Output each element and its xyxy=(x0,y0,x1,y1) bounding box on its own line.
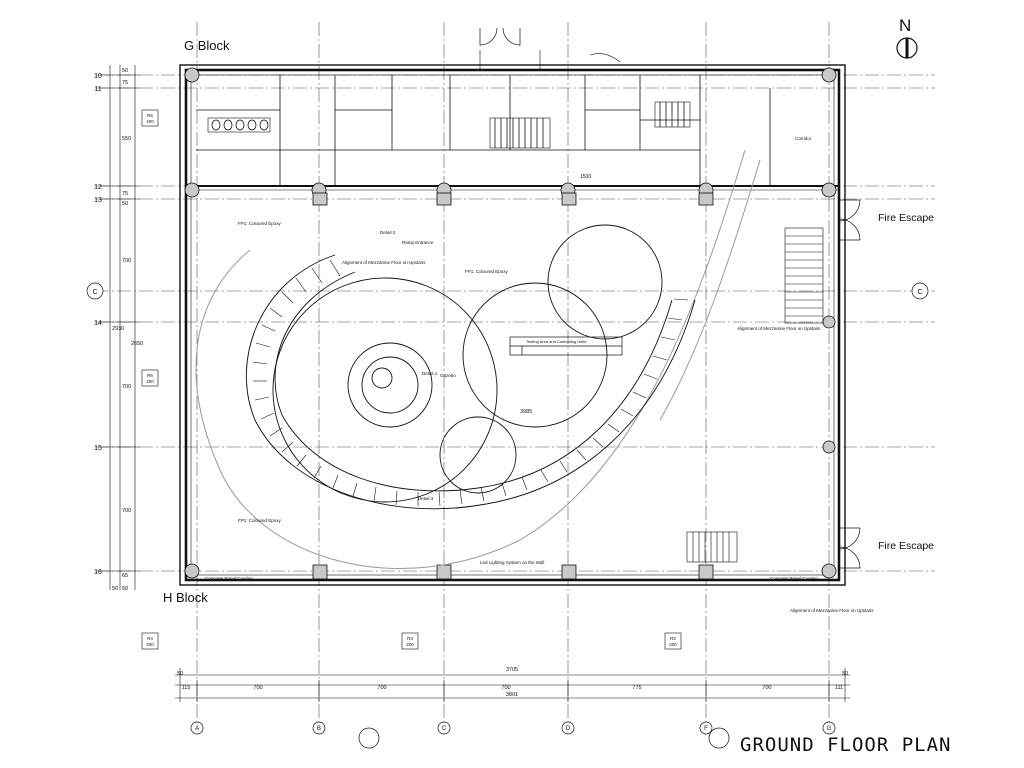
dim-span-3: 700 xyxy=(377,685,386,691)
room-tag-r4-level: 200 xyxy=(146,642,154,647)
dim-span-7: 111 xyxy=(835,685,843,691)
annot-floor-finish-1: FP1: Coloured Epoxy xyxy=(238,221,282,226)
left-dim-10: 700 xyxy=(122,508,131,514)
annot-testing: Testing Area and Controlling Units xyxy=(526,339,586,344)
bottom-dimension-lines xyxy=(175,668,850,702)
room-tag-boxes xyxy=(141,109,682,650)
grid-row-14: 14 xyxy=(94,320,102,327)
plan-annotations: 1500 3985 Ramp Entrance FP1: Coloured Ep… xyxy=(205,136,874,613)
sweep-curve xyxy=(195,149,761,569)
dim-end-right: 50 xyxy=(842,671,848,677)
annot-concrete-2: Concrete Panel Coating xyxy=(770,576,818,581)
structural-columns xyxy=(184,67,837,579)
grid-column-labels: A B C D F G xyxy=(195,726,832,732)
dim-overall-top: 3705 xyxy=(506,667,518,673)
room-tag-r3-code: R3 xyxy=(407,636,413,641)
left-dim-8: 2650 xyxy=(131,341,143,347)
grid-row-labels: 10 11 12 13 C C 14 15 16 xyxy=(92,73,922,576)
grid-bubbles-c xyxy=(86,282,929,300)
dim-span-1: 115 xyxy=(182,685,191,691)
left-dim-13: 50 xyxy=(122,586,128,592)
grid-row-c-right: C xyxy=(917,289,922,296)
left-dim-7: 2930 xyxy=(112,326,124,332)
room-tag-r5-code: R5 xyxy=(147,113,153,118)
left-dimension-text: 50 75 550 75 50 700 2930 2650 700 700 65… xyxy=(112,68,143,592)
testing-area-box xyxy=(509,336,623,356)
dim-overall-bottom: 3801 xyxy=(506,692,518,698)
grid-bubbles-bottom xyxy=(190,721,836,749)
annot-detail-2: Detail 2 xyxy=(380,230,396,235)
grid-row-10: 10 xyxy=(94,73,102,80)
grid-row-12: 12 xyxy=(94,184,102,191)
grid-lines xyxy=(95,22,935,728)
annot-concrete-1: Concrete Panel Coating xyxy=(205,576,253,581)
left-dim-1: 50 xyxy=(122,68,128,74)
annot-alignment-2: Alignment of Mezzanine Floor on Upstairs xyxy=(737,326,821,331)
left-dim-9: 700 xyxy=(122,384,131,390)
grid-label-c: C xyxy=(442,726,447,732)
left-dim-6: 700 xyxy=(122,258,131,264)
fire-escape-top-label: Fire Escape xyxy=(878,212,935,224)
fire-escape-bottom-label: Fire Escape xyxy=(878,540,935,552)
annot-corridor: Corridor xyxy=(795,136,812,141)
grid-label-b: B xyxy=(317,726,321,732)
dim-span-4: 700 xyxy=(501,685,510,691)
grid-label-a: A xyxy=(195,726,199,732)
room-tag-r2-level: 200 xyxy=(669,642,677,647)
dim-span-5: 775 xyxy=(632,685,641,691)
left-dim-3: 550 xyxy=(122,136,131,142)
bottom-dimension-text: 3705 50 50 115 700 700 700 775 700 111 3… xyxy=(177,667,848,698)
room-tag-r6-code: R6 xyxy=(147,373,153,378)
annot-alignment-1: Alignment of Mezzanine Floor on Upstairs xyxy=(342,260,426,265)
grid-row-11: 11 xyxy=(94,86,101,93)
ramp-spiral xyxy=(245,254,696,510)
right-stairs xyxy=(686,227,824,563)
left-dim-2: 75 xyxy=(122,80,128,86)
grid-row-c-left: C xyxy=(92,289,97,296)
top-rooms xyxy=(196,50,771,186)
ramp-ticks xyxy=(252,259,689,507)
annot-led: Led Lighting System on the Wall xyxy=(480,560,544,565)
room-tag-text: R5 400 R6 200 R4 200 R3 200 R2 200 xyxy=(146,113,677,647)
left-dim-12: 50 xyxy=(112,586,118,592)
building-walls xyxy=(179,64,846,586)
annot-stair-top: 1500 xyxy=(580,174,591,180)
room-tag-r5-level: 400 xyxy=(146,119,154,124)
left-dimension-lines xyxy=(100,65,140,590)
grid-label-d: D xyxy=(566,726,571,732)
grid-label-f: F xyxy=(704,726,708,732)
dim-span-2: 700 xyxy=(253,685,262,691)
grid-label-g: G xyxy=(827,726,832,732)
annot-detail-3: Detail 3 xyxy=(418,496,434,501)
annot-floor-finish-3: FP1: Coloured Epoxy xyxy=(238,518,282,523)
left-dim-11: 65 xyxy=(122,573,128,579)
north-arrow-icon xyxy=(896,37,918,59)
annot-circle-dim: 3985 xyxy=(520,409,532,415)
dim-span-6: 700 xyxy=(762,685,771,691)
annot-alignment-3: Alignment of Mezzanine Floor on Upstairs xyxy=(790,608,874,613)
annot-ramp: Ramp Entrance xyxy=(402,240,434,245)
grid-row-16: 16 xyxy=(94,569,102,576)
circular-zones xyxy=(272,224,663,503)
dim-end-left: 50 xyxy=(177,671,183,677)
g-block-label: G Block xyxy=(184,38,230,53)
annot-detail-1: Detail 1 xyxy=(422,371,438,376)
room-tag-r6-level: 200 xyxy=(146,379,154,384)
doors xyxy=(479,27,861,569)
sheet-title: GROUND FLOOR PLAN xyxy=(740,734,952,756)
annot-gazebo: Gazebo xyxy=(440,373,456,378)
wall-columns xyxy=(312,192,714,580)
room-tag-r2-code: R2 xyxy=(670,636,676,641)
room-tag-r4-code: R4 xyxy=(147,636,153,641)
left-dim-5: 50 xyxy=(122,201,128,207)
h-block-label: H Block xyxy=(163,590,208,605)
grid-row-15: 15 xyxy=(94,445,102,452)
left-dim-4: 75 xyxy=(122,191,128,197)
room-tag-r3-level: 200 xyxy=(406,642,414,647)
annot-floor-finish-2: FP1: Coloured Epoxy xyxy=(465,269,509,274)
grid-row-13: 13 xyxy=(94,197,102,204)
north-label: N xyxy=(899,16,912,35)
